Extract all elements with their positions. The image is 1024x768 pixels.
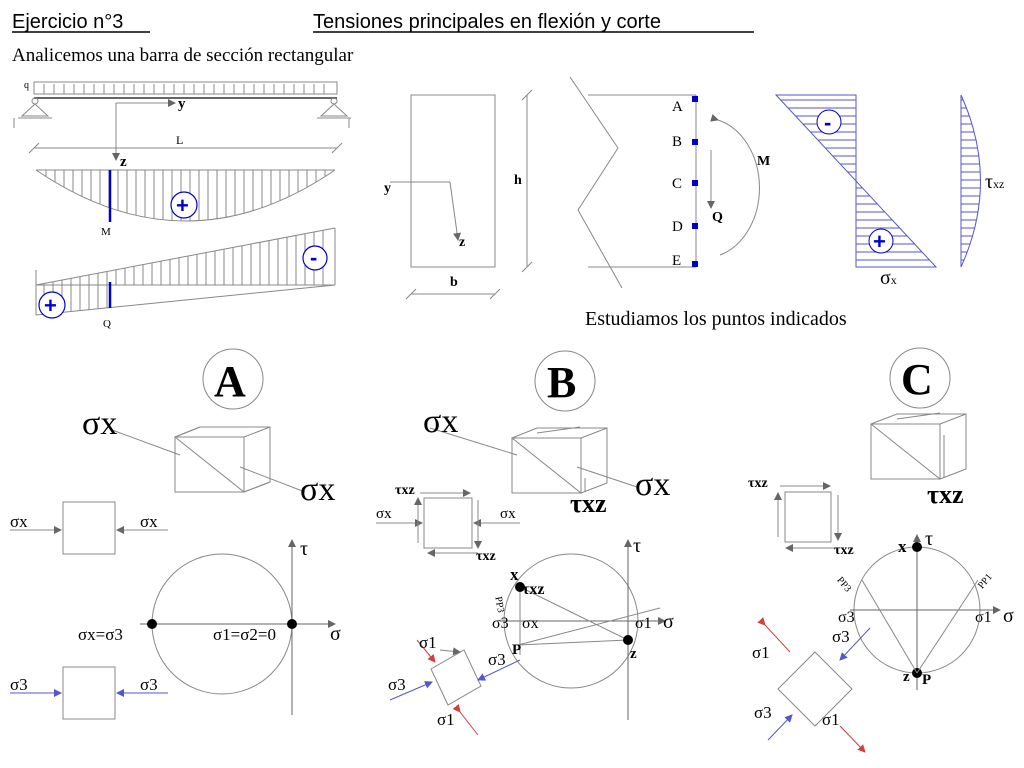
panel-B-P-point: P: [512, 642, 521, 658]
panel-C-pp1: PP1: [976, 572, 995, 591]
tau-xz-label: τxz: [985, 171, 1004, 193]
sigma-distribution: - + σx: [774, 94, 938, 289]
panel-A-eq-left: σx=σ3: [78, 625, 123, 644]
study-points-text: Estudiamos los puntos indicados: [585, 308, 847, 330]
panel-C-elem-txz-bottom: τxz: [834, 543, 854, 558]
panel-B-z-point: z: [630, 646, 637, 662]
panel-C-pp3: PP3: [834, 575, 853, 594]
panel-C: C τxz τxz τxz x τ σ3 σ1 σ PP3 PP1 z P: [748, 347, 1014, 753]
sigma-x-label: σx: [880, 267, 897, 289]
panel-C-s1-left: σ1: [752, 643, 770, 662]
panel-C-z-point: z: [903, 669, 910, 685]
panel-B-mohr-txz: τxz: [522, 581, 544, 598]
panel-B-s3-left: σ3: [388, 675, 406, 694]
left-support: [13, 97, 52, 128]
panel-C-s3-left: σ3: [754, 703, 772, 722]
shear-plus-sign: +: [44, 293, 57, 318]
header: Ejercicio n°3 Tensiones principales en f…: [12, 11, 754, 66]
point-D: D: [672, 219, 683, 235]
panel-B-sigma-axis: σ: [663, 611, 674, 633]
moment-plus-sign: +: [176, 193, 189, 218]
main-title: Tensiones principales en flexión y corte: [313, 11, 661, 33]
tau-distribution: τxz: [960, 94, 1004, 268]
panel-B-x-point: x: [510, 565, 519, 584]
panel-B-elem-txz-top: τxz: [395, 483, 415, 498]
panel-C-s1-right: σ1: [822, 710, 840, 729]
panel-B-elem-sx-left: σx: [376, 506, 392, 522]
sigma-plus-sign: +: [873, 229, 886, 254]
panel-B-tau-xz: τxz: [570, 489, 607, 518]
panel-C-tau-axis: τ: [925, 528, 933, 550]
point-C: C: [672, 176, 682, 192]
panel-C-x-point: x: [898, 537, 907, 556]
panel-B-mohr-sx: σx: [522, 615, 539, 632]
panel-A-sigma-x-right: σx: [300, 471, 335, 508]
point-A: A: [672, 99, 683, 115]
section-b-label: b: [450, 275, 458, 290]
panel-A-title: A: [214, 357, 246, 406]
panel-B-elem-txz-bottom: τxz: [476, 549, 496, 564]
panel-B-mohr-s3: σ3: [492, 615, 509, 632]
panel-C-sigma-axis: σ: [1003, 605, 1014, 627]
beam-diagram: q y z L M +: [13, 80, 351, 330]
panel-A-sigma-x-top: σx: [82, 405, 117, 442]
panel-B-tau-axis: τ: [633, 535, 641, 557]
moment-M-label: M: [101, 226, 111, 238]
cross-section: y z h b: [384, 89, 533, 300]
profile-Q-label: Q: [712, 210, 723, 225]
point-E: E: [672, 253, 681, 269]
profile-M-label: M: [757, 154, 770, 169]
section-z-label: z: [459, 235, 465, 250]
right-support: [317, 97, 351, 128]
panel-C-P-point: P: [922, 672, 931, 688]
panel-C-s3-right: σ3: [832, 627, 850, 646]
panel-B-title: B: [547, 358, 576, 407]
panel-A-sigma-axis: σ: [330, 623, 341, 645]
panel-B-mohr-s1: σ1: [635, 615, 652, 632]
shear-minus-sign: -: [310, 245, 317, 270]
panel-B-s3-right: σ3: [488, 650, 506, 669]
panel-B-s1-bottom: σ1: [437, 710, 455, 729]
subtitle: Analicemos una barra de sección rectangu…: [12, 45, 354, 66]
load-label: q: [24, 80, 29, 91]
panel-C-title: C: [901, 355, 933, 404]
span-label: L: [176, 133, 183, 147]
panel-C-tau-xz: τxz: [927, 480, 964, 509]
panel-C-mohr-s3: σ3: [838, 609, 855, 626]
panel-B-sigma-x-right: σx: [635, 466, 670, 503]
panel-B: B σx σx τxz τxz τxz σx σx x τxz: [376, 350, 674, 736]
panel-A: A σx σx σx σx τ σ σx=σ3 σ1=σ2=0 σ3 σ3: [10, 348, 341, 720]
beam-z-label: z: [120, 154, 127, 170]
panel-A-elem-sx-left: σx: [10, 512, 28, 531]
panel-B-elem-sx-right: σx: [500, 506, 516, 522]
panel-C-mohr-s1: σ1: [975, 609, 992, 626]
panel-A-s3-left: σ3: [10, 675, 28, 694]
section-h-label: h: [514, 173, 522, 188]
beam-y-label: y: [178, 96, 186, 112]
panel-A-tau-axis: τ: [300, 538, 308, 560]
sigma-minus-sign: -: [824, 110, 831, 135]
panel-B-s1-top: σ1: [419, 633, 437, 652]
shear-Q-label: Q: [103, 318, 111, 330]
panel-A-eq-right: σ1=σ2=0: [213, 625, 276, 644]
panel-A-s3-right: σ3: [140, 675, 158, 694]
panel-B-sigma-x-top: σx: [423, 403, 458, 440]
panel-B-pp3: PP3: [492, 596, 506, 614]
point-B: B: [672, 134, 682, 150]
beam-profile: A B C D E Q M: [569, 76, 770, 289]
exercise-title: Ejercicio n°3: [12, 11, 123, 33]
section-y-label: y: [384, 181, 391, 196]
panel-A-elem-sx-right: σx: [140, 512, 158, 531]
panel-C-elem-txz-top: τxz: [748, 476, 768, 491]
